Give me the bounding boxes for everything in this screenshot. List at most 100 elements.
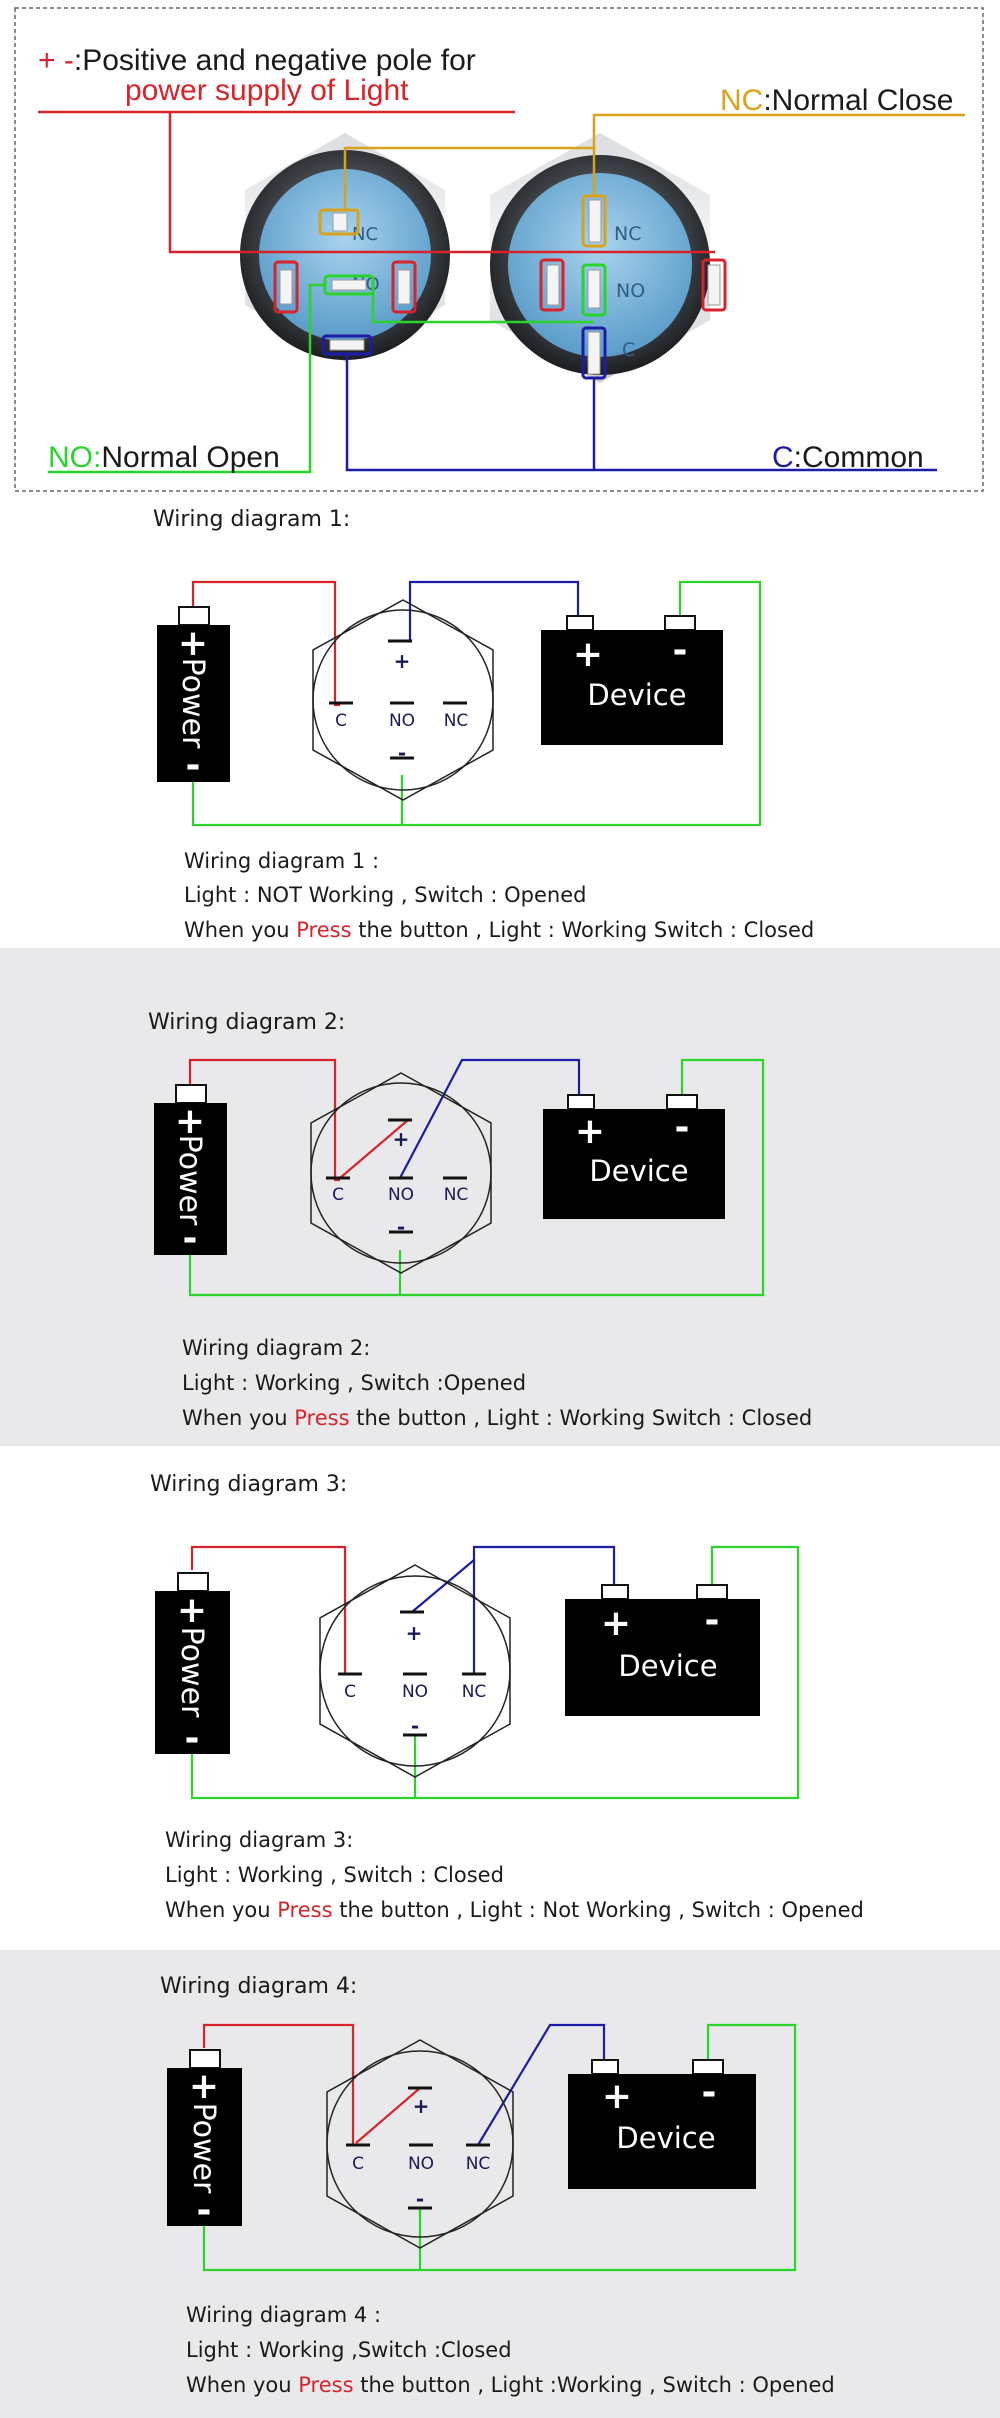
caption-post: the button , Light : Not Working , Switc… [339,1898,864,1922]
switch-mark-c-right: C [622,339,635,361]
device-minus-sign: - [705,1600,720,1641]
pole-text-line2: power supply of Light [125,74,409,107]
device-minus-sign: - [702,2072,717,2113]
diagram-heading: Wiring diagram 1: [153,507,350,532]
wiring-diagram-4: Wiring diagram 4: + Power - + - C NO NC [160,1974,835,2397]
device-label: Device [589,1154,688,1188]
caption-post: the button , Light : Working Switch : Cl… [358,918,814,942]
switch-plus-sign: + [413,2094,430,2118]
caption-line1: Light : Working ,Switch :Closed [186,2338,512,2362]
caption-line1: Light : Working , Switch : Closed [165,1863,504,1887]
device-label: Device [587,678,686,712]
caption-pre: When you [182,1406,288,1430]
terminal-no-label: NO [389,711,415,731]
switch-circle [312,609,494,791]
device-plus-sign: + [573,634,603,675]
power-battery [167,2068,242,2226]
c-abbr: C [772,441,794,474]
caption-title: Wiring diagram 3: [165,1828,353,1852]
caption-post: the button , Light : Working Switch : Cl… [356,1406,812,1430]
switch-minus-sign: - [411,1714,419,1738]
device-plus-sign: + [602,2076,632,2117]
power-label: Power [172,1135,207,1226]
device-label: Device [618,1649,717,1683]
power-label: Power [186,2103,221,2194]
device-box [568,2074,756,2189]
nc-abbr: NC [720,84,763,117]
no-caption: NO:Normal Open [48,441,280,474]
section-bg-4 [0,1950,1000,2418]
switch-plus-sign: + [393,1127,410,1151]
terminal-c-label: C [332,1185,344,1205]
pole-symbols: + - [38,44,74,77]
switch-circle [310,1082,492,1264]
plus-terminal-highlight-left [391,260,417,314]
terminal-c-label: C [344,1682,356,1702]
press-word: Press [277,1898,332,1922]
terminal-nc-label: NC [444,1185,469,1205]
power-battery [157,625,230,782]
no-abbr: NO: [48,441,101,474]
pole-caption: + -:Positive and negative pole for [38,44,476,77]
switch-circle [326,2050,514,2238]
power-plus-sign: + [189,2066,219,2107]
c-caption: C:Common [772,441,924,474]
pole-colon: : [74,44,82,77]
switch-minus-sign: - [398,741,406,765]
terminal-no-label: NO [402,1682,428,1702]
plus-terminal-highlight-right [701,258,727,312]
pole-text: Positive and negative pole for [82,44,476,77]
switch-hexagon [312,599,494,801]
switch-mark-nc-right: NC [614,223,641,245]
diagram-heading: Wiring diagram 3: [150,1472,347,1497]
power-plus-sign: + [175,1101,205,1142]
device-label: Device [616,2121,715,2155]
switch-hexagon [319,1564,511,1778]
switch-photo-left: NC NO [240,133,450,362]
power-minus-sign: - [185,1718,200,1759]
switch-circle [319,1575,511,1767]
terminal-no-label: NO [388,1185,414,1205]
power-battery [155,1591,230,1754]
caption-post: the button , Light :Working , Switch : O… [360,2373,834,2397]
caption-pre: When you [186,2373,292,2397]
nc-terminal-highlight-left [318,208,360,236]
switch-minus-sign: - [397,1215,405,1239]
caption-line1: Light : NOT Working , Switch : Opened [184,883,586,907]
press-word: Press [294,1406,349,1430]
device-plus-sign: + [575,1111,605,1152]
switch-hexagon [310,1072,492,1274]
switch-hexagon [326,2039,514,2249]
caption-line2: When you Press the button , Light :Worki… [186,2373,835,2397]
caption-line2: When you Press the button , Light : Work… [184,918,814,942]
device-minus-sign: - [675,1107,690,1148]
caption-title: Wiring diagram 2: [182,1336,370,1360]
terminal-c-label: C [335,711,347,731]
diagram-heading: Wiring diagram 2: [148,1010,345,1035]
nc-text: :Normal Close [763,84,953,117]
terminal-nc-label: NC [444,711,469,731]
power-minus-sign: - [186,745,201,786]
power-minus-sign: - [183,1218,198,1259]
caption-line2: When you Press the button , Light : Not … [165,1898,864,1922]
terminal-nc-label: NC [462,1682,487,1702]
diagram-heading: Wiring diagram 4: [160,1974,357,1999]
caption-title: Wiring diagram 4 : [186,2303,381,2327]
power-label: Power [175,658,210,749]
c-text: :Common [794,441,924,474]
power-minus-sign: - [197,2190,212,2231]
caption-line1: Light : Working , Switch :Opened [182,1371,526,1395]
power-plus-sign: + [178,623,208,664]
power-plus-sign: + [177,1590,207,1631]
caption-line2: When you Press the button , Light : Work… [182,1406,812,1430]
wiring-diagram-2: Wiring diagram 2: + Power - + - C NO NC [148,1010,812,1430]
device-box [541,630,723,745]
switch-minus-sign: - [416,2187,424,2211]
wiring-diagram-3: Wiring diagram 3: + Power - + - C NO NC [150,1472,864,1922]
switch-plus-sign: + [394,649,411,673]
wiring-diagram-1: Wiring diagram 1: + Power - + - C NO NC [153,507,814,942]
leader-lines [38,110,965,474]
device-box [565,1599,760,1716]
press-word: Press [298,2373,353,2397]
